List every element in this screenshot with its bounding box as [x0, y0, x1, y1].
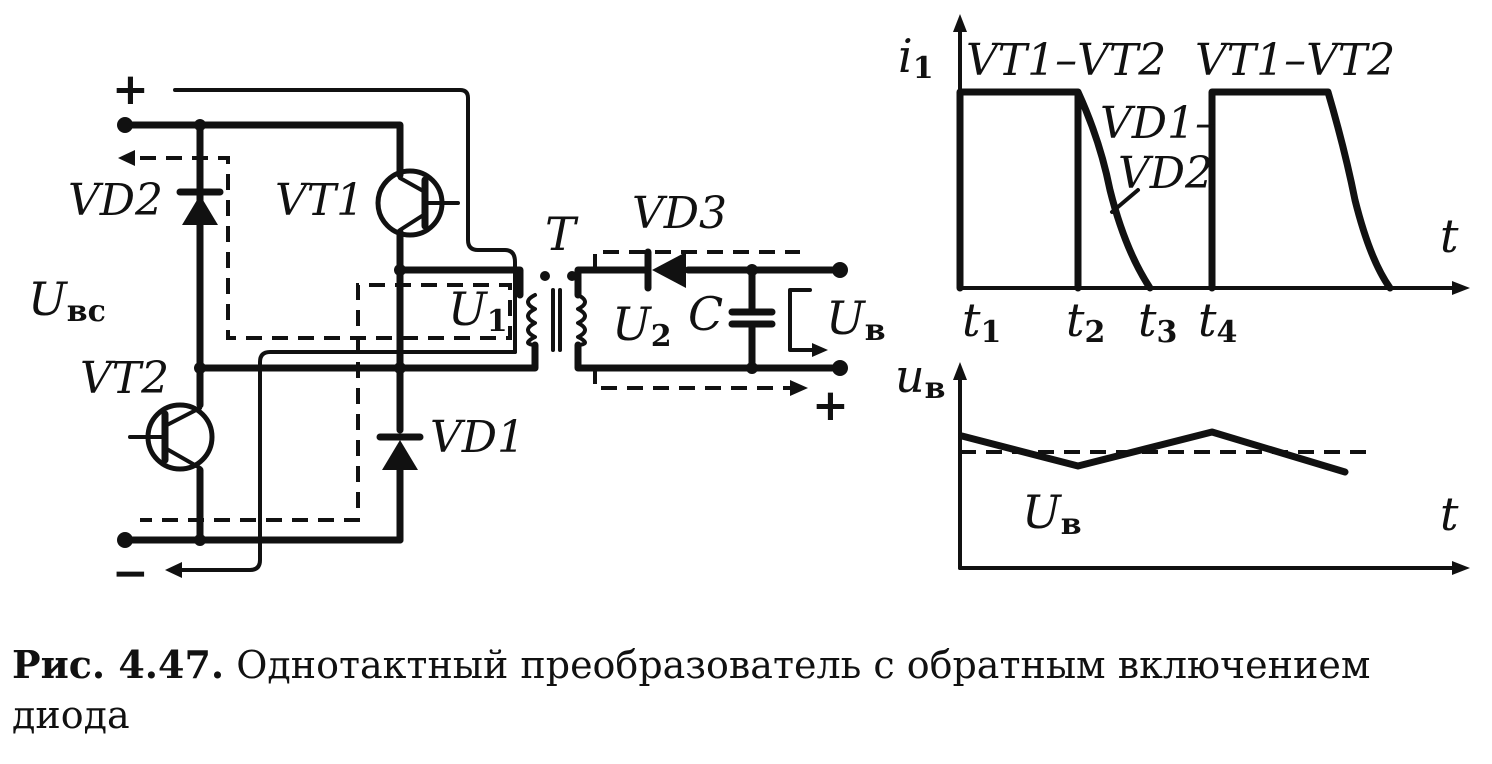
top-rail [121, 121, 404, 179]
capacitor-label: C [688, 287, 723, 341]
vt2-label: VT2 [80, 353, 169, 404]
dashed-loop-secondary-bottom [593, 368, 790, 390]
figure-caption: Рис. 4.47. Однотактный преобразователь с… [12, 640, 1482, 740]
voltage-x-label: t [1440, 487, 1459, 541]
diode-vd2-symbol [176, 188, 224, 225]
input-terminal-bottom [117, 532, 133, 548]
caption-text-line2: диода [12, 693, 130, 737]
transformer-secondary-coil [576, 293, 587, 347]
tick-t2: t2 [1066, 293, 1105, 350]
plus-top-label: + [112, 64, 149, 115]
vd1-label: VD1 [430, 412, 525, 463]
decay-label-line2: VD2 [1118, 148, 1213, 199]
output-voltage-label: Uв [826, 291, 886, 348]
diode-vd1-symbol [376, 433, 424, 470]
voltage-y-label: uв [895, 349, 946, 406]
vt1-emitter-to-primary [396, 228, 524, 299]
tick-t3: t3 [1138, 293, 1177, 350]
transformer-label: T [545, 207, 579, 261]
current-y-label: i1 [898, 29, 934, 86]
pulse1-label: VT1–VT2 [966, 35, 1166, 86]
current-x-label: t [1440, 209, 1459, 263]
input-voltage-label: Uвс [28, 272, 106, 329]
minus-label: − [112, 548, 149, 599]
caption-text-line1: Однотактный преобразователь с обратным в… [236, 643, 1371, 687]
transistor-vt2-symbol [128, 402, 215, 472]
average-voltage-label: Uв [1022, 485, 1082, 542]
diode-vd3-symbol [644, 248, 686, 292]
dashed-loop-secondary [593, 250, 800, 270]
output-voltage-arrow [788, 288, 822, 352]
junction-dot [194, 362, 206, 374]
u1-label: U1 [448, 282, 508, 339]
secondary-top-wire [574, 266, 652, 299]
vt1-label: VT1 [275, 175, 364, 226]
arrow-head [118, 150, 135, 166]
current-path-top [173, 88, 517, 354]
current-graph [953, 14, 1470, 295]
u2-label: U2 [612, 297, 672, 354]
junction-dot [194, 534, 206, 546]
output-terminal-top [832, 262, 848, 278]
junction-dot [746, 362, 758, 374]
figure-number: Рис. 4.47. [12, 642, 225, 687]
tick-t1: t1 [962, 293, 1001, 350]
arrow-head [812, 343, 828, 357]
mid-rail-to-primary [196, 341, 539, 372]
winding-dot [540, 271, 550, 281]
tick-t4: t4 [1198, 293, 1237, 350]
vd3-label: VD3 [632, 188, 727, 239]
transistor-vt1-symbol [375, 168, 460, 238]
vd2-label: VD2 [68, 175, 163, 226]
transformer-primary-coil [526, 293, 537, 347]
arrow-head [790, 380, 808, 396]
output-terminal-bottom [832, 360, 848, 376]
circuit-schematic [117, 88, 848, 578]
arrow-head [1452, 281, 1470, 295]
plus-output-label: + [812, 380, 849, 431]
pulse2-label: VT1–VT2 [1195, 35, 1395, 86]
arrow-head [165, 562, 182, 578]
junction-dot [194, 119, 206, 131]
voltage-ripple [958, 428, 1349, 476]
arrow-head [953, 14, 967, 32]
junction-dot [746, 264, 758, 276]
input-terminal-top [117, 117, 133, 133]
current-waveform [956, 88, 1394, 292]
arrow-head [953, 362, 967, 380]
arrow-head [1452, 561, 1470, 575]
decay-label-line1: VD1– [1100, 98, 1217, 149]
voltage-graph [953, 362, 1470, 575]
junction-dot [394, 362, 406, 374]
current-path-bottom [173, 350, 517, 572]
dashed-loop-left [140, 156, 512, 522]
decay-label-leader [1110, 188, 1140, 214]
junction-dot [394, 264, 406, 276]
